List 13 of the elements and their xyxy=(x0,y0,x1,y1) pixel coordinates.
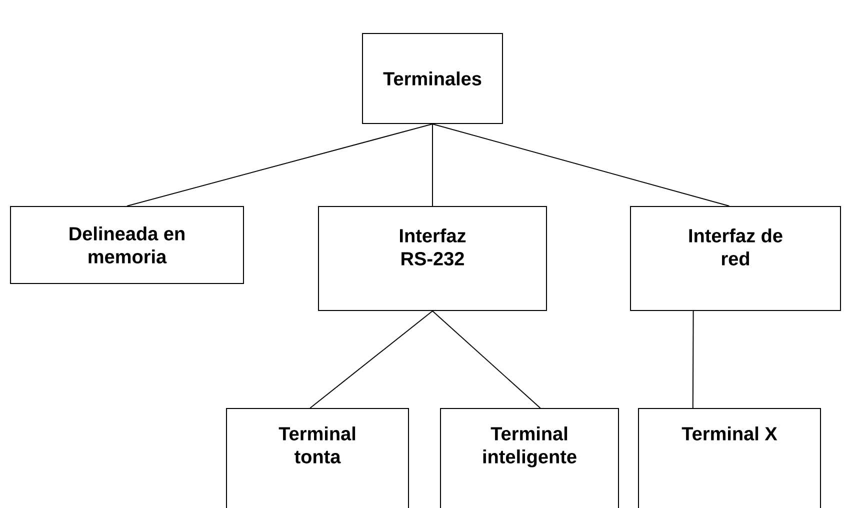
connector-line xyxy=(432,124,730,206)
label-box: Terminal tonta xyxy=(226,408,409,508)
label-box: Interfaz de red xyxy=(630,206,841,311)
label-box: Delineada en memoria xyxy=(10,206,244,284)
label-box: Terminales xyxy=(362,33,503,124)
label-box: Terminal X xyxy=(638,408,821,508)
label-box: Terminal inteligente xyxy=(440,408,619,508)
connector-line xyxy=(432,124,433,206)
label-box: Interfaz RS-232 xyxy=(318,206,547,311)
connector-line xyxy=(126,124,433,206)
connector-line xyxy=(310,310,433,408)
connector-line xyxy=(432,310,541,408)
connector-line xyxy=(692,310,694,408)
